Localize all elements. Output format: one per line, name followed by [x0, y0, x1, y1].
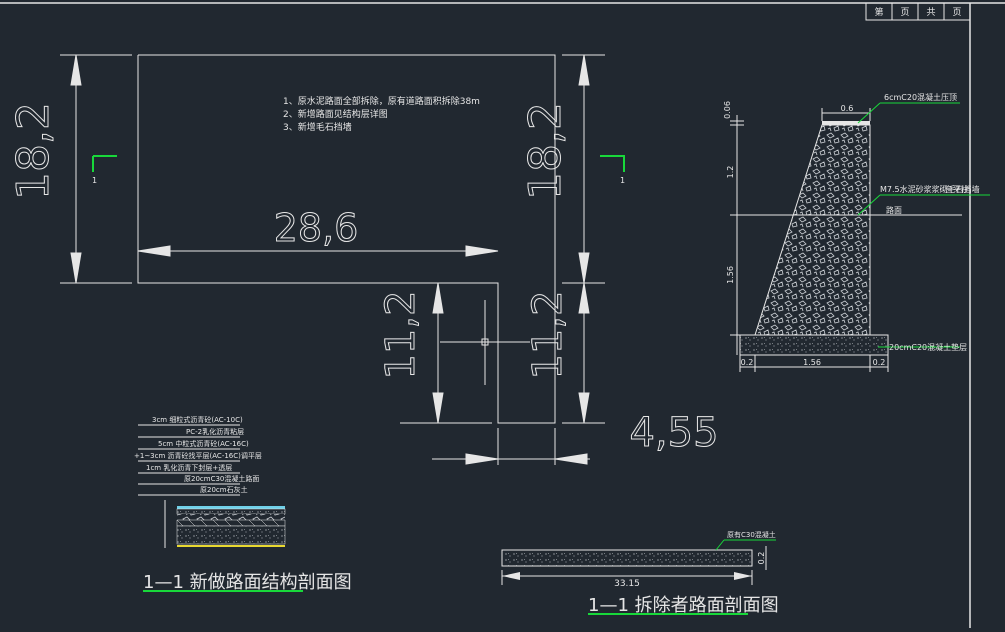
layer-label: 1cm 乳化沥青下封层+透层 — [146, 463, 232, 472]
plan-view — [60, 54, 605, 465]
title-block: 第 页 共 页 — [865, 2, 971, 21]
layer-label: 原20cmC30混凝土路面 — [184, 474, 259, 483]
demolish-title: 1—1 拆除者路面剖面图 — [588, 595, 779, 616]
wall-label-base: 20cmC20混凝土垫层 — [889, 342, 967, 352]
plan-note: 1、原水泥路面全部拆除，原有道路面积拆除38m — [283, 95, 480, 107]
wall-dim-top: 0.6 — [841, 104, 854, 113]
wall-cap — [822, 121, 870, 125]
plan-notes: 1、原水泥路面全部拆除，原有道路面积拆除38m 2、新增路面见结构层详图 3、新… — [283, 95, 480, 133]
wall-foundation — [739, 334, 889, 356]
wall-dim-base-left: 0.2 — [741, 358, 754, 367]
wall-dim-base-right: 0.2 — [873, 358, 886, 367]
retaining-wall-section: 0.6 0.06 1.2 1.56 0.2 1.56 0.2 6cmC20混凝土… — [723, 92, 990, 372]
plan-note: 2、新增路面见结构层详图 — [283, 108, 388, 120]
section-mark-right: 1 — [600, 155, 625, 185]
wall-label-cap: 6cmC20混凝土压顶 — [884, 92, 957, 102]
demolish-dim-length: 33.15 — [614, 579, 640, 589]
section-mark-label: 1 — [620, 176, 625, 185]
layer-label: 3cm 细粒式沥青砼(AC-10C) — [152, 415, 243, 424]
plan-note: 3、新增毛石挡墙 — [283, 121, 352, 133]
demolish-label: 原有C30混凝土 — [727, 530, 776, 539]
wall-dim-lower: 1.56 — [726, 266, 735, 284]
layer-label: PC-2乳化沥青粘层 — [186, 427, 244, 436]
pavement-title: 1—1 新做路面结构剖面图 — [143, 572, 352, 593]
title-block-cell: 第 — [874, 6, 883, 18]
wall-label-body: M7.5水泥砂浆浆砌毛石挡墙 — [880, 184, 980, 194]
wall-dim-base-mid: 1.56 — [803, 358, 821, 367]
plan-outline — [137, 54, 556, 424]
pavement-structure: 3cm 细粒式沥青砼(AC-10C) PC-2乳化沥青粘层 5cm 中粒式沥青砼… — [134, 415, 352, 593]
title-block-cell: 页 — [900, 7, 909, 18]
layer-label: 原20cm石灰土 — [200, 485, 248, 494]
demolish-dim-thickness: 0.2 — [757, 552, 766, 565]
title-block-cell: 页 — [952, 7, 961, 18]
demolish-section: 原有C30混凝土 0.2 33.15 1—1 拆除者路面剖面图 — [501, 530, 779, 616]
wall-dim-cap: 0.06 — [723, 101, 732, 119]
wall-dim-upper: 1.2 — [726, 166, 735, 179]
section-mark-label: 1 — [92, 176, 97, 185]
dim-text-height-right: 18,2 — [520, 102, 571, 200]
demolish-slab — [501, 549, 753, 567]
layer-label: +1~3cm 沥青砼找平层(AC-16C)调平层 — [134, 451, 262, 460]
dim-text-bottom: 4,55 — [629, 410, 718, 456]
dim-text-lower-left: 11,2 — [378, 290, 424, 379]
title-block-cell: 共 — [926, 7, 935, 18]
dim-text-width: 28,6 — [274, 206, 359, 250]
dim-text-height-left: 18,2 — [8, 102, 59, 200]
wall-body — [754, 124, 871, 336]
layer-label: 5cm 中粒式沥青砼(AC-16C) — [158, 439, 249, 448]
wall-label-level: 路面 — [886, 205, 902, 215]
wall-label-right: 台平柱 — [945, 184, 969, 194]
section-mark-left: 1 — [92, 155, 117, 185]
dim-text-lower-right: 11,2 — [525, 290, 571, 379]
